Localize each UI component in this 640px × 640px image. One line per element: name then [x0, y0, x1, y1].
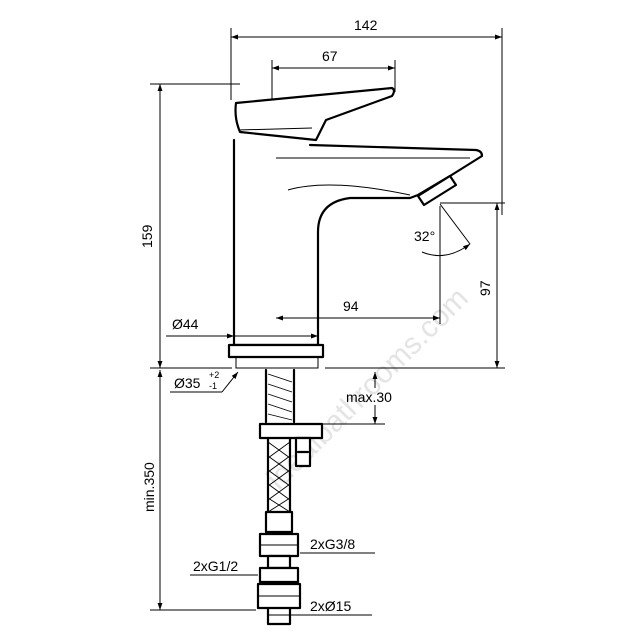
fixing-plate — [258, 422, 324, 440]
dim-142-label: 142 — [354, 17, 378, 33]
dim-35-tol-plus: +2 — [209, 370, 219, 380]
aerator — [416, 174, 458, 207]
dim-159-label: 159 — [139, 224, 155, 248]
dim-350-label: min.350 — [141, 462, 157, 512]
dim-94-label: 94 — [343, 298, 359, 314]
dim-leader-35 — [221, 371, 239, 393]
thread-g12-label: 2xG1/2 — [193, 558, 238, 574]
dim-44-label: Ø44 — [172, 316, 199, 332]
base-flange — [227, 343, 325, 359]
dim-35-label: Ø35 — [174, 375, 201, 391]
faucet-body-outline — [232, 138, 484, 347]
dim-35-tol-minus: -1 — [209, 381, 217, 391]
pipe-15-label: 2xØ15 — [310, 598, 351, 614]
nut-g12 — [258, 566, 300, 584]
adapter-body — [266, 554, 292, 570]
lever-handle — [234, 86, 396, 142]
angle-arc — [421, 243, 471, 257]
spout-inner-curve — [287, 184, 411, 196]
hose-ferrule — [264, 510, 294, 534]
stud-hatch — [267, 373, 293, 421]
thread-g38-label: 2xG3/8 — [310, 536, 355, 552]
base-ring — [235, 357, 319, 369]
dim-max30-label: max.30 — [346, 389, 392, 405]
dim-97-label: 97 — [477, 280, 493, 296]
lever-detail — [237, 127, 313, 131]
fixing-stud — [264, 368, 296, 424]
angle-ref-line — [439, 203, 471, 245]
flex-hose-braid — [267, 441, 291, 513]
dim-67-label: 67 — [322, 48, 338, 64]
angle-32-label: 32° — [414, 228, 435, 244]
pipe-stub — [266, 606, 292, 626]
